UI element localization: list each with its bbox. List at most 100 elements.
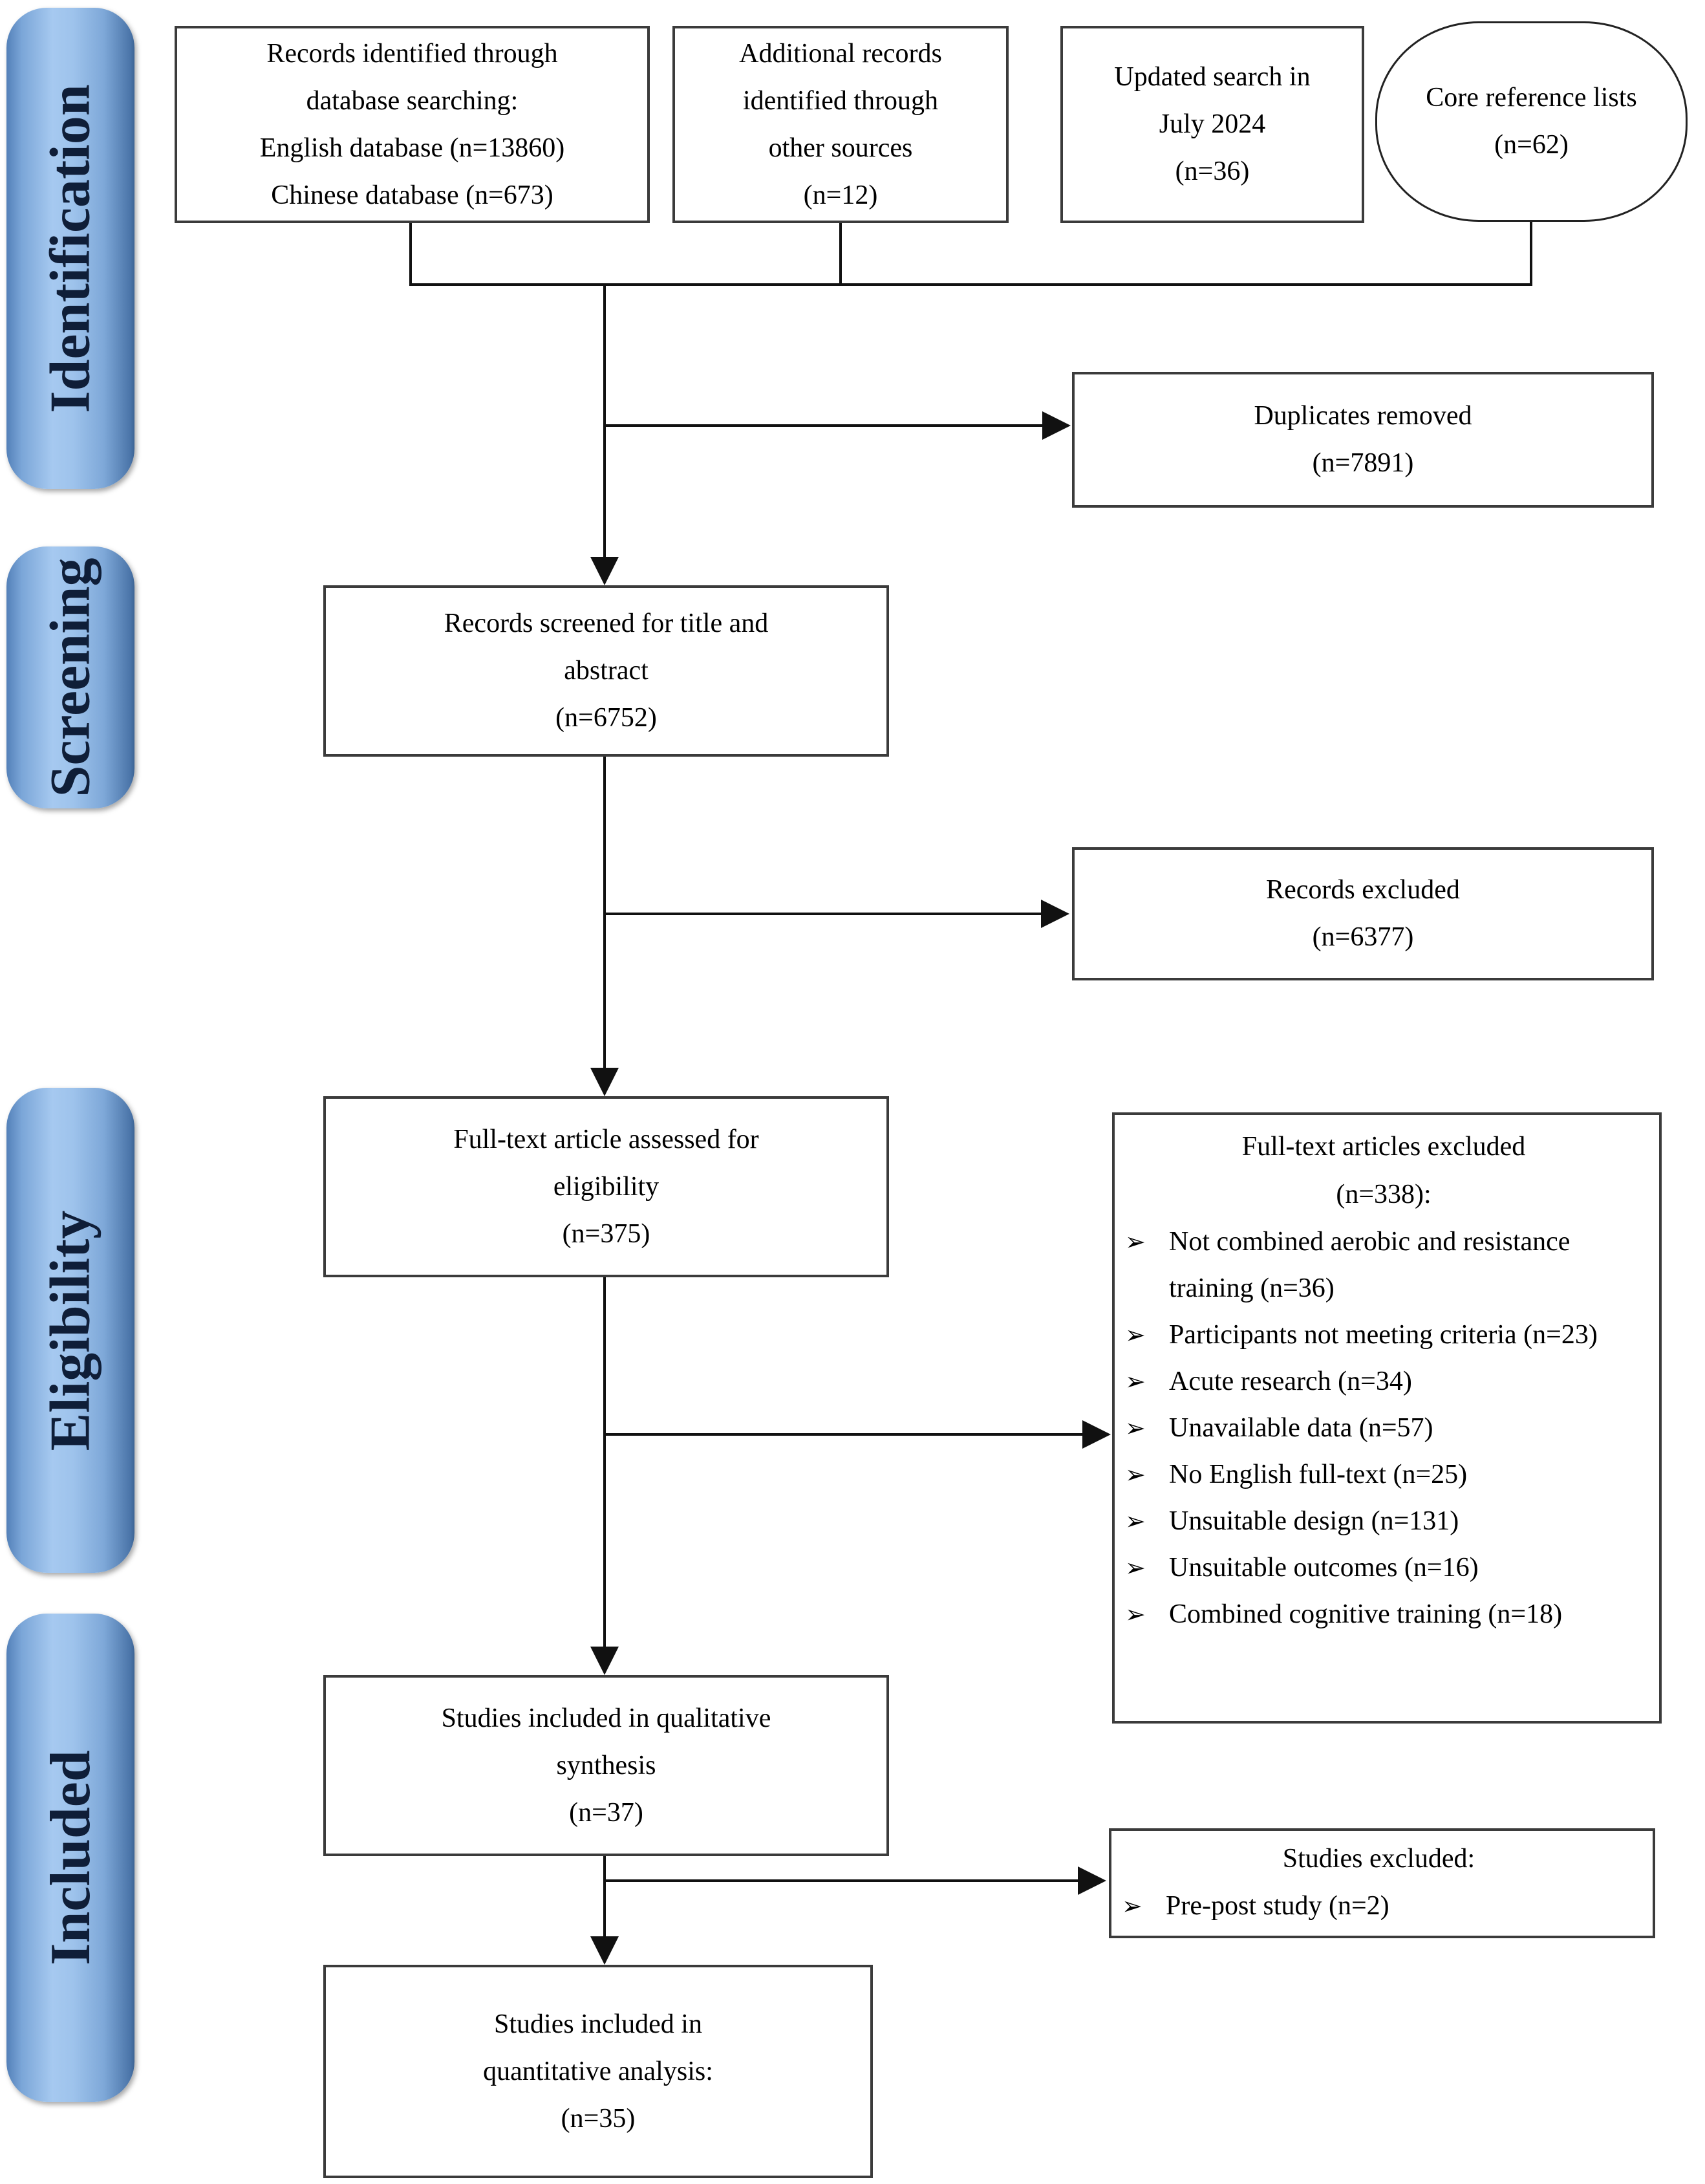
exclusion-item-text: Acute research (n=34) — [1169, 1367, 1412, 1396]
box-text-line: Core reference lists — [1426, 83, 1637, 113]
stage-label-eligibility: Eligibility — [39, 1210, 102, 1451]
studies-excluded-box: Studies excluded: ➢ Pre-post study (n=2) — [1109, 1828, 1655, 1938]
exclusion-item-text: Combined cognitive training (n=18) — [1169, 1599, 1563, 1629]
arrow-bullet-icon: ➢ — [1125, 1227, 1146, 1256]
exclusion-reason-list: ➢ Not combined aerobic and resistance tra… — [1115, 1218, 1653, 1638]
box-text-line: quantitative analysis: — [483, 2056, 713, 2086]
box-text-line: Duplicates removed — [1254, 401, 1472, 431]
arrow-bullet-icon: ➢ — [1125, 1553, 1146, 1582]
box-text-line: (n=12) — [803, 180, 878, 210]
arrow-bullet-icon: ➢ — [1125, 1507, 1146, 1535]
records-screened-box: Records screened for title and abstract … — [323, 585, 889, 757]
arrow-bullet-icon: ➢ — [1125, 1414, 1146, 1442]
box-text-line: (n=6377) — [1312, 922, 1414, 952]
box-text-line: (n=7891) — [1312, 448, 1414, 478]
box-text-line: (n=375) — [562, 1218, 650, 1249]
arrow-bullet-icon: ➢ — [1125, 1321, 1146, 1349]
exclusion-item-text: No English full-text (n=25) — [1169, 1460, 1468, 1489]
quantitative-analysis-box: Studies included in quantitative analysi… — [323, 1965, 873, 2178]
fulltext-excluded-box: Full-text articles excluded (n=338): ➢ No… — [1112, 1112, 1662, 1724]
duplicates-removed-box: Duplicates removed (n=7891) — [1072, 372, 1654, 508]
exclusion-item: ➢ Unavailable data (n=57) — [1115, 1405, 1653, 1451]
arrow-bullet-icon: ➢ — [1125, 1460, 1146, 1489]
stage-bar-screening: Screening — [6, 546, 134, 808]
exclusion-item-text: Not combined aerobic and resistance trai… — [1169, 1227, 1571, 1303]
fulltext-assessed-box: Full-text article assessed for eligibili… — [323, 1096, 889, 1277]
arrowhead-right-icon — [1082, 1420, 1111, 1449]
box-text-line: database searching: — [306, 85, 519, 116]
studies-excluded-title: Studies excluded: — [1282, 1844, 1475, 1874]
connector-trunk-3 — [603, 1277, 606, 1648]
box-text-line: Records excluded — [1266, 875, 1460, 905]
box-text-line: Records identified through — [266, 38, 558, 69]
box-text-line: (n=6752) — [555, 703, 657, 733]
arrowhead-down-icon — [590, 557, 619, 585]
stage-label-identification: Identification — [39, 83, 102, 413]
box-text-line: (n=35) — [561, 2103, 636, 2134]
box-text-line: Chinese database (n=673) — [271, 180, 553, 210]
exclusion-item: ➢ Not combined aerobic and resistance tra… — [1115, 1218, 1653, 1312]
qualitative-synthesis-box: Studies included in qualitative synthesi… — [323, 1675, 889, 1856]
box-text-line: Additional records — [739, 38, 942, 69]
arrow-bullet-icon: ➢ — [1122, 1892, 1142, 1920]
exclusion-item: ➢ Unsuitable outcomes (n=16) — [1115, 1544, 1653, 1591]
fulltext-excluded-subtitle: (n=338): — [1336, 1180, 1432, 1209]
arrowhead-right-icon — [1078, 1866, 1106, 1895]
arrowhead-down-icon — [590, 1068, 619, 1096]
box-text-line: Updated search in — [1114, 62, 1311, 92]
connector-collector-horizontal — [409, 283, 1532, 286]
exclusion-item-text: Unsuitable outcomes (n=16) — [1169, 1553, 1479, 1583]
records-identified-box: Records identified through database sear… — [175, 26, 650, 223]
exclusion-item: ➢ Unsuitable design (n=131) — [1115, 1498, 1653, 1544]
box-text-line: eligibility — [553, 1171, 659, 1202]
studies-excluded-list: ➢ Pre-post study (n=2) — [1111, 1883, 1646, 1929]
box-text-line: synthesis — [556, 1750, 656, 1780]
box-text-line: other sources — [768, 133, 913, 163]
box-text-line: English database (n=13860) — [259, 133, 565, 163]
box-text-line: (n=37) — [569, 1797, 643, 1828]
updated-search-box: Updated search in July 2024 (n=36) — [1060, 26, 1364, 223]
box-text-line: (n=36) — [1175, 157, 1250, 186]
arrowhead-down-icon — [590, 1647, 619, 1675]
box-text-line: abstract — [564, 656, 649, 686]
exclusion-item: ➢ No English full-text (n=25) — [1115, 1451, 1653, 1498]
connector-branch-fulltext-excluded — [603, 1433, 1084, 1436]
connector-branch-studies-excluded — [603, 1879, 1079, 1882]
exclusion-item: ➢ Combined cognitive training (n=18) — [1115, 1591, 1653, 1638]
exclusion-item-text: Unsuitable design (n=131) — [1169, 1506, 1459, 1536]
arrow-bullet-icon: ➢ — [1125, 1367, 1146, 1396]
exclusion-item-text: Unavailable data (n=57) — [1169, 1413, 1433, 1443]
connector-core-reference-down — [1530, 222, 1532, 286]
exclusion-item-text: Pre-post study (n=2) — [1166, 1891, 1389, 1921]
box-text-line: Records screened for title and — [444, 609, 769, 638]
exclusion-item: ➢ Acute research (n=34) — [1115, 1358, 1653, 1405]
box-text-line: Studies included in qualitative — [441, 1703, 771, 1733]
stage-bar-eligibility: Eligibility — [6, 1088, 134, 1573]
arrowhead-right-icon — [1042, 411, 1071, 440]
box-text-line: Full-text article assessed for — [453, 1124, 759, 1154]
exclusion-item: ➢ Participants not meeting criteria (n=23… — [1115, 1312, 1653, 1358]
exclusion-item-text: Participants not meeting criteria (n=23) — [1169, 1320, 1598, 1350]
connector-trunk-4 — [603, 1856, 606, 1938]
connector-trunk-1 — [603, 283, 606, 558]
fulltext-excluded-title: Full-text articles excluded — [1241, 1132, 1526, 1162]
arrowhead-right-icon — [1041, 900, 1069, 928]
records-excluded-box: Records excluded (n=6377) — [1072, 847, 1654, 980]
connector-branch-records-excluded — [603, 913, 1042, 915]
box-text-line: (n=62) — [1494, 130, 1569, 160]
connector-records-identified-down — [409, 223, 412, 286]
connector-additional-records-down — [839, 223, 842, 286]
box-text-line: Studies included in — [494, 2009, 702, 2039]
additional-records-box: Additional records identified through ot… — [672, 26, 1009, 223]
stage-bar-included: Included — [6, 1614, 134, 2102]
arrow-bullet-icon: ➢ — [1125, 1600, 1146, 1628]
box-text-line: July 2024 — [1159, 109, 1266, 139]
stage-bar-identification: Identification — [6, 8, 134, 489]
exclusion-item: ➢ Pre-post study (n=2) — [1111, 1883, 1646, 1929]
box-text-line: identified through — [742, 85, 939, 116]
arrowhead-down-icon — [590, 1936, 619, 1965]
core-reference-oval: Core reference lists (n=62) — [1375, 21, 1688, 222]
connector-branch-duplicates — [603, 424, 1044, 427]
stage-label-included: Included — [39, 1750, 102, 1965]
